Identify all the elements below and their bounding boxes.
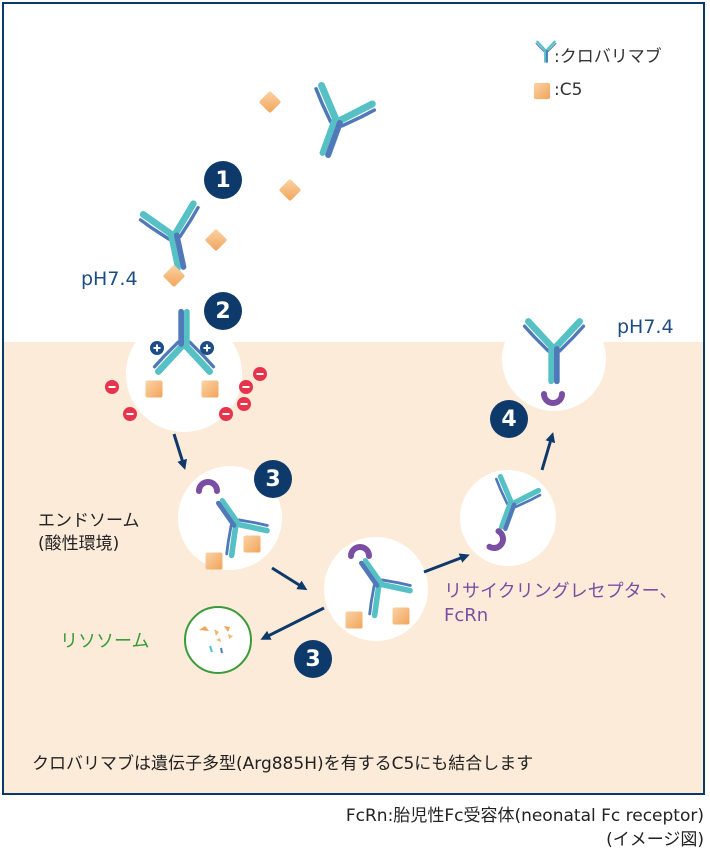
diagram-frame: :クロバリマブ :C5 1 2 3 3 4 pH7.4 pH7.4 エンドソーム… [2, 2, 705, 795]
step-3b-badge: 3 [294, 640, 332, 678]
step-3-badge: 3 [254, 460, 292, 498]
footnote: FcRn:胎児性Fc受容体(neonatal Fc receptor) (イメー… [346, 804, 704, 852]
legend-antibody-label: :クロバリマブ [554, 47, 662, 67]
lysosome [184, 606, 252, 674]
ph-label-top: pH7.4 [81, 268, 138, 290]
legend-antibody: :クロバリマブ [554, 42, 662, 67]
fcrn-label-line1: リサイクリングレセプター、 [444, 581, 678, 602]
c5-free-a [258, 90, 282, 114]
footnote-line1: FcRn:胎児性Fc受容体(neonatal Fc receptor) [345, 806, 704, 826]
step-4-badge: 4 [490, 400, 528, 438]
step-1-badge: 1 [204, 161, 242, 199]
antibody-free [296, 84, 376, 164]
endosome-vesicle-center [324, 537, 428, 641]
flow-arrows [172, 432, 556, 640]
legend-c5-icon [533, 82, 551, 100]
ph-label-right: pH7.4 [617, 316, 674, 338]
footnote-line2: (イメージ図) [606, 830, 704, 850]
fcrn-label-line2: FcRn [444, 605, 489, 626]
endosome-label: エンドソーム (酸性環境) [38, 510, 140, 556]
legend-c5-label: :C5 [554, 80, 583, 100]
binding-note: クロバリマブは遺伝子多型(Arg885H)を有するC5にも結合します [32, 754, 534, 774]
endosome-label-line1: エンドソーム [38, 511, 140, 531]
endosome-label-line2: (酸性環境) [38, 534, 120, 554]
fcrn-label: リサイクリングレセプター、 FcRn [444, 580, 677, 628]
legend-antibody-icon [534, 40, 558, 64]
recycling-vesicle [460, 470, 556, 566]
step-2-badge: 2 [204, 292, 242, 330]
diagram-canvas [4, 40, 703, 793]
endosome-vesicle-entry [126, 312, 242, 432]
c5-free-b [278, 178, 302, 202]
endosome-vesicle-fcrn [178, 466, 282, 570]
legend-c5: :C5 [554, 80, 582, 100]
lysosome-label: リソソーム [60, 631, 150, 652]
surface-vesicle [502, 307, 606, 411]
antibody-c5-complex [139, 203, 228, 288]
